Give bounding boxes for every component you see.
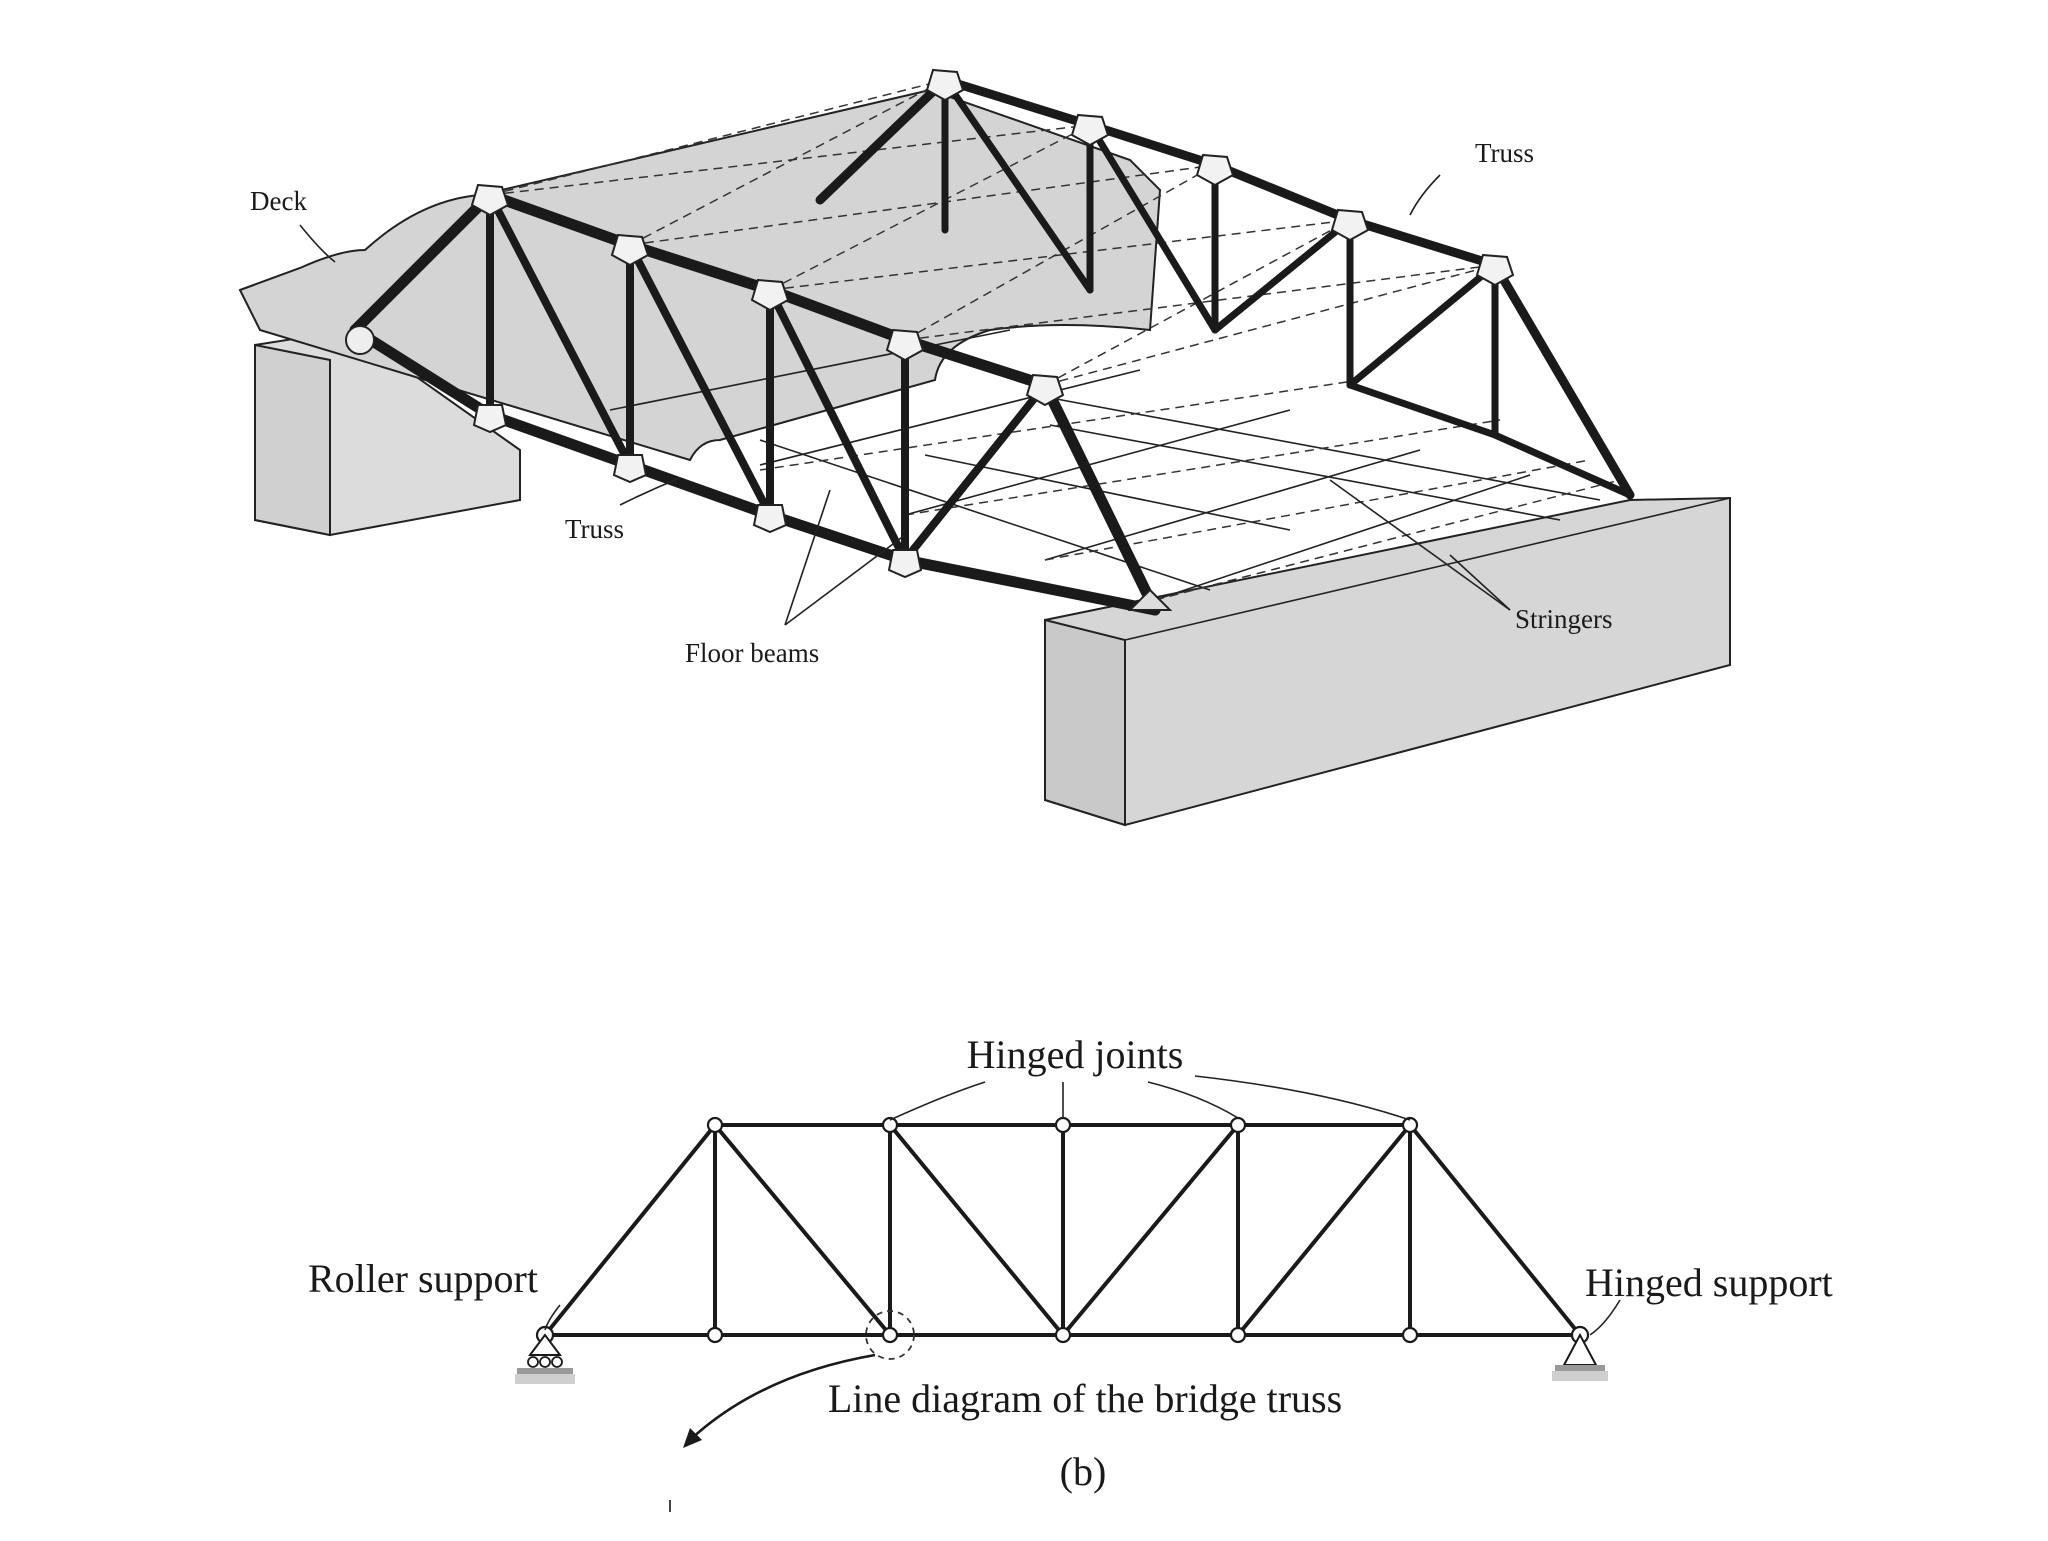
highlighted-joint-circle — [865, 1310, 915, 1360]
curved-arrow — [669, 1353, 876, 1512]
truss-members — [543, 1123, 1582, 1337]
stringers-label: Stringers — [1515, 604, 1613, 634]
left-abutment — [254, 328, 521, 537]
joint-bottom-2 — [881, 1326, 899, 1344]
hinged-support-symbol — [1552, 1332, 1608, 1381]
hinged-joints-label: Hinged joints — [967, 1032, 1184, 1077]
joint-top-4 — [1229, 1116, 1247, 1134]
gusset-plates — [470, 68, 1515, 579]
line-diagram-caption: Line diagram of the bridge truss — [828, 1376, 1342, 1421]
bridge-3d-illustration: Deck Truss Truss Floor beams Stringers — [238, 68, 1731, 827]
floor-beams-label: Floor beams — [685, 638, 819, 668]
far-truss-label: Truss — [1475, 138, 1534, 168]
truss-joints — [535, 1116, 1590, 1345]
joint-bottom-1 — [706, 1326, 724, 1344]
figure-a-leaders — [299, 174, 1511, 626]
right-abutment — [1044, 496, 1731, 827]
joint-bottom-3 — [1054, 1326, 1072, 1344]
hinged-support-label: Hinged support — [1585, 1260, 1833, 1305]
near-truss-label: Truss — [565, 514, 624, 544]
joint-top-5 — [1401, 1116, 1419, 1134]
joint-bottom-4 — [1229, 1326, 1247, 1344]
panel-letter: (b) — [1060, 1449, 1107, 1494]
truss-line-diagram: Hinged joints Roller support Hinged supp… — [308, 1032, 1833, 1512]
deck-label: Deck — [250, 186, 307, 216]
joint-top-1 — [706, 1116, 724, 1134]
joint-bottom-5 — [1401, 1326, 1419, 1344]
joint-top-3 — [1054, 1116, 1072, 1134]
roller-support-label: Roller support — [308, 1256, 538, 1301]
joint-top-2 — [881, 1116, 899, 1134]
floor-system — [609, 329, 1601, 601]
deck-slab — [238, 88, 1162, 462]
roller-support-symbol — [515, 1333, 575, 1384]
figure-b-leaders — [544, 1075, 1621, 1336]
